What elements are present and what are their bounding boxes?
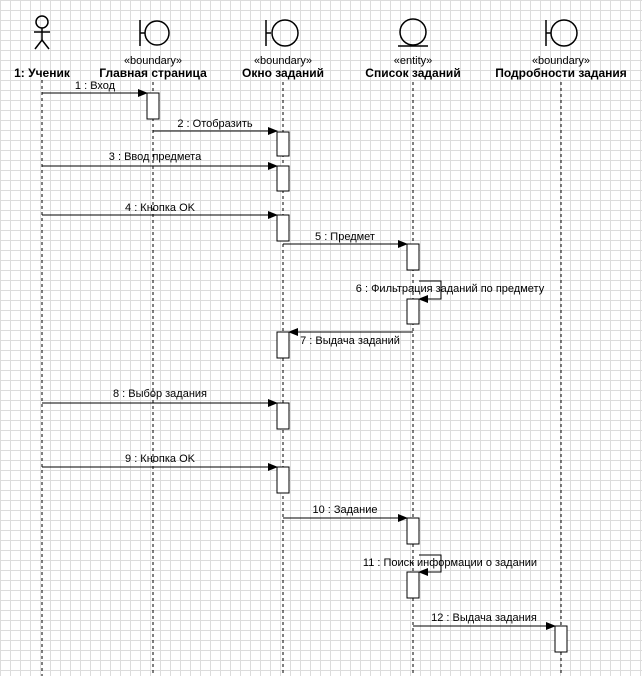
message-label: 8 : Выбор задания [113,388,207,400]
activation-bar [276,402,290,430]
message-label: 6 : Фильтрация заданий по предмету [356,283,545,295]
participant-name-main-page: Главная страница [99,66,207,80]
message-label: 3 : Ввод предмета [109,151,202,163]
activation-bar [554,625,568,653]
activation-bar [146,92,160,120]
participant-name-tasks-window: Окно заданий [242,66,324,80]
activation-bar [406,517,420,545]
participant-name-tasks-list: Список заданий [365,66,460,80]
message-label: 9 : Кнопка OK [125,453,196,465]
activation-bar [276,131,290,157]
activation-bar [406,571,420,599]
activation-bar [406,243,420,271]
message-label: 5 : Предмет [315,231,375,243]
participant-stereotype-main-page: «boundary» [124,55,182,67]
participant-stereotype-tasks-list: «entity» [394,55,433,67]
boundary-icon [545,19,578,47]
message-label: 4 : Кнопка OK [125,202,196,214]
activation-bar [406,298,420,325]
entity-icon [398,18,428,47]
message-label: 1 : Вход [75,80,116,92]
message-label: 10 : Задание [312,504,377,516]
activation-bar [276,214,290,242]
self-message-arrow [418,280,442,303]
actor-icon [34,15,50,50]
message-label: 7 : Выдача заданий [300,335,400,347]
activation-bar [276,466,290,494]
participant-name-task-details: Подробности задания [495,66,627,80]
participant-name-student: 1: Ученик [14,66,71,80]
participant-stereotype-tasks-window: «boundary» [254,55,312,67]
participant-stereotype-task-details: «boundary» [532,55,590,67]
self-message-arrow [418,554,442,576]
activation-bar [276,165,290,192]
activation-bar [276,331,290,359]
message-label: 2 : Отобразить [177,118,253,130]
message-label: 11 : Поиск информации о задании [363,557,537,569]
boundary-icon [265,19,299,47]
message-label: 12 : Выдача задания [431,612,537,624]
boundary-icon [139,20,170,46]
